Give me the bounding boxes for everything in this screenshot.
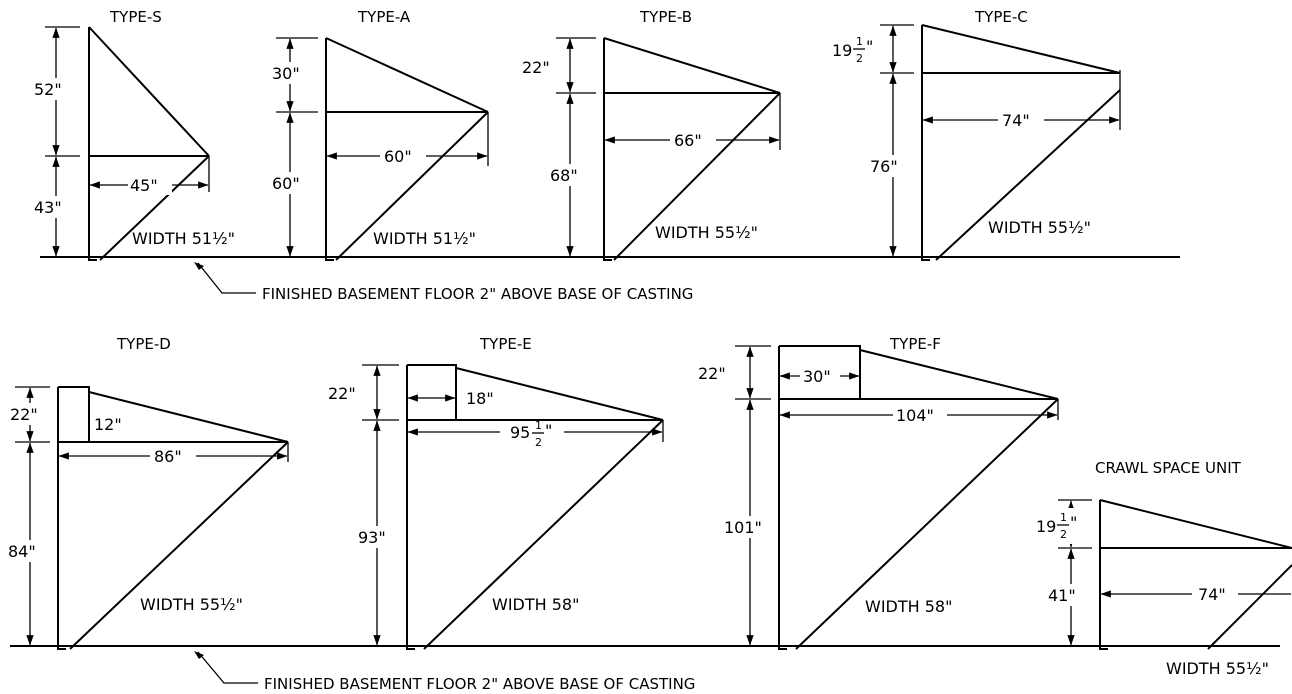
crawl-dim-depth: 74" bbox=[1198, 585, 1226, 604]
type-s-width: WIDTH 51½" bbox=[132, 229, 235, 248]
type-d-dim-bottom: 84" bbox=[8, 542, 36, 561]
type-b-dim-top: 22" bbox=[522, 58, 550, 77]
type-s-title: TYPE-S bbox=[109, 8, 162, 26]
figure-crawl-space-unit: CRAWL SPACE UNIT 19 1 2 " 41" 74" WIDTH … bbox=[1034, 459, 1292, 678]
type-s-dim-top: 52" bbox=[34, 80, 62, 99]
type-e-dim-bottom: 93" bbox=[358, 528, 386, 547]
type-f-title: TYPE-F bbox=[889, 335, 941, 353]
type-c-dim-bottom: 76" bbox=[870, 157, 898, 176]
type-c-dim-top-mark: " bbox=[866, 37, 873, 56]
type-d-dim-depth: 86" bbox=[154, 447, 182, 466]
type-e-dim-step: 18" bbox=[466, 389, 494, 408]
figure-type-a: TYPE-A 30" 60" 60" WIDTH 51½" bbox=[270, 8, 489, 261]
type-e-title: TYPE-E bbox=[479, 335, 532, 353]
figure-type-e: TYPE-E 22" 93" 18" 95 1 2 " WIDTH 58" bbox=[326, 335, 664, 650]
figure-type-s: TYPE-S 52" 43" 45" WIDTH 51½" bbox=[32, 8, 235, 261]
type-e-dim-depth-whole: 95 bbox=[510, 423, 530, 442]
type-a-title: TYPE-A bbox=[357, 8, 411, 26]
type-e-dim-top: 22" bbox=[328, 384, 356, 403]
figure-type-d: TYPE-D 22" 84" 12" 86" WIDTH 55½" bbox=[6, 335, 289, 650]
crawl-dim-top-num: 1 bbox=[1060, 511, 1067, 524]
type-s-dim-depth: 45" bbox=[130, 176, 158, 195]
type-d-dim-step: 12" bbox=[94, 415, 122, 434]
type-e-dim-depth-mark: " bbox=[545, 421, 552, 440]
type-a-dim-top: 30" bbox=[272, 64, 300, 83]
type-c-dim-top-num: 1 bbox=[856, 35, 863, 48]
type-c-title: TYPE-C bbox=[974, 8, 1028, 26]
type-d-title: TYPE-D bbox=[116, 335, 171, 353]
type-d-width: WIDTH 55½" bbox=[140, 595, 243, 614]
type-c-dim-top-den: 2 bbox=[856, 52, 863, 65]
floor-note-top: FINISHED BASEMENT FLOOR 2" ABOVE BASE OF… bbox=[262, 285, 693, 303]
type-c-dim-top-whole: 19 bbox=[832, 41, 852, 60]
figure-type-c: TYPE-C 19 1 2 " 76" 74" WIDTH 55½" bbox=[830, 8, 1121, 261]
figure-type-f: TYPE-F 22" 101" 30" 104" WIDTH 58" bbox=[696, 335, 1059, 650]
type-e-width: WIDTH 58" bbox=[492, 595, 579, 614]
crawl-dim-top-whole: 19 bbox=[1036, 517, 1056, 536]
type-b-dim-depth: 66" bbox=[674, 131, 702, 150]
type-c-dim-depth: 74" bbox=[1002, 111, 1030, 130]
type-f-dim-depth: 104" bbox=[896, 406, 934, 425]
floor-note-bottom: FINISHED BASEMENT FLOOR 2" ABOVE BASE OF… bbox=[264, 675, 695, 693]
floor-leader-bottom bbox=[197, 651, 258, 684]
type-a-width: WIDTH 51½" bbox=[373, 229, 476, 248]
type-e-dim-depth-den: 2 bbox=[535, 436, 542, 449]
type-f-dim-step: 30" bbox=[803, 367, 831, 386]
crawl-dim-top-mark: " bbox=[1070, 513, 1077, 532]
type-s-dim-bottom: 43" bbox=[34, 198, 62, 217]
type-f-dim-bottom: 101" bbox=[724, 518, 762, 537]
crawl-dim-bottom: 41" bbox=[1048, 586, 1076, 605]
type-a-dim-depth: 60" bbox=[384, 147, 412, 166]
type-b-title: TYPE-B bbox=[639, 8, 692, 26]
crawl-title: CRAWL SPACE UNIT bbox=[1095, 459, 1242, 477]
type-b-width: WIDTH 55½" bbox=[655, 223, 758, 242]
type-a-dim-bottom: 60" bbox=[272, 174, 300, 193]
type-f-dim-top: 22" bbox=[698, 364, 726, 383]
figure-type-b: TYPE-B 22" 68" 66" WIDTH 55½" bbox=[520, 8, 781, 261]
type-f-width: WIDTH 58" bbox=[865, 597, 952, 616]
type-c-width: WIDTH 55½" bbox=[988, 218, 1091, 237]
type-d-dim-top: 22" bbox=[10, 405, 38, 424]
floor-leader-top bbox=[197, 262, 256, 294]
crawl-dim-top-den: 2 bbox=[1060, 528, 1067, 541]
crawl-width: WIDTH 55½" bbox=[1166, 659, 1269, 678]
type-e-dim-depth-num: 1 bbox=[535, 419, 542, 432]
type-b-dim-bottom: 68" bbox=[550, 166, 578, 185]
